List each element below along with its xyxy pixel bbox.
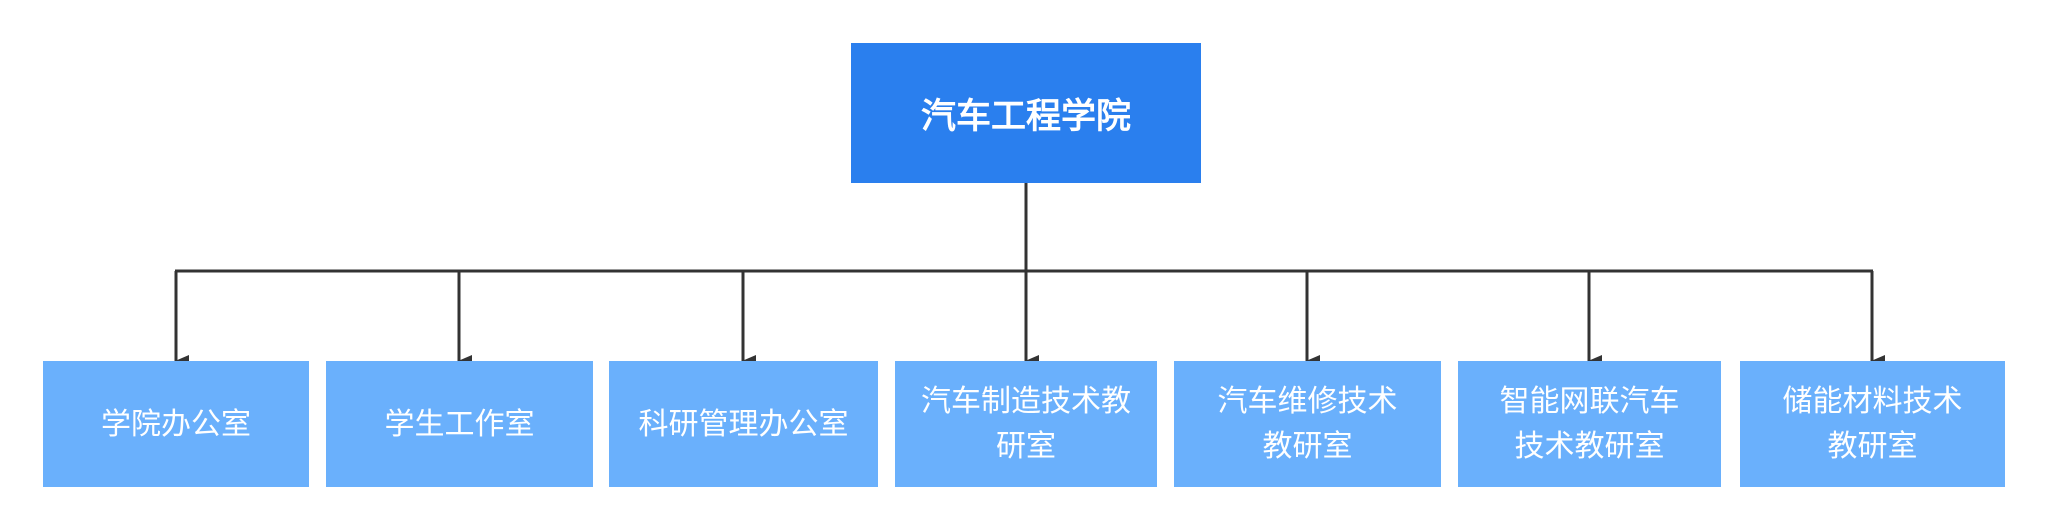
child-node-label: 储能材料技术 教研室 [1782, 384, 1963, 464]
child-node-label: 汽车制造技术教 研室 [921, 384, 1131, 464]
child-node-student-affairs[interactable]: 学生工作室 [326, 361, 593, 487]
child-node-maintenance-section[interactable]: 汽车维修技术 教研室 [1174, 361, 1441, 487]
child-node-label: 学院办公室 [101, 406, 251, 442]
child-node-research-office[interactable]: 科研管理办公室 [609, 361, 878, 487]
child-node-college-office[interactable]: 学院办公室 [43, 361, 309, 487]
root-node[interactable]: 汽车工程学院 [851, 43, 1201, 183]
child-node-label: 智能网联汽车 技术教研室 [1499, 384, 1680, 464]
root-node-label: 汽车工程学院 [920, 96, 1131, 137]
child-node-connected-vehicle-section[interactable]: 智能网联汽车 技术教研室 [1458, 361, 1721, 487]
child-node-manufacturing-section[interactable]: 汽车制造技术教 研室 [895, 361, 1157, 487]
child-node-label: 科研管理办公室 [638, 406, 849, 442]
child-node-label: 学生工作室 [384, 406, 535, 442]
child-node-label: 汽车维修技术 教研室 [1217, 384, 1398, 464]
child-node-energy-storage-section[interactable]: 储能材料技术 教研室 [1740, 361, 2005, 487]
